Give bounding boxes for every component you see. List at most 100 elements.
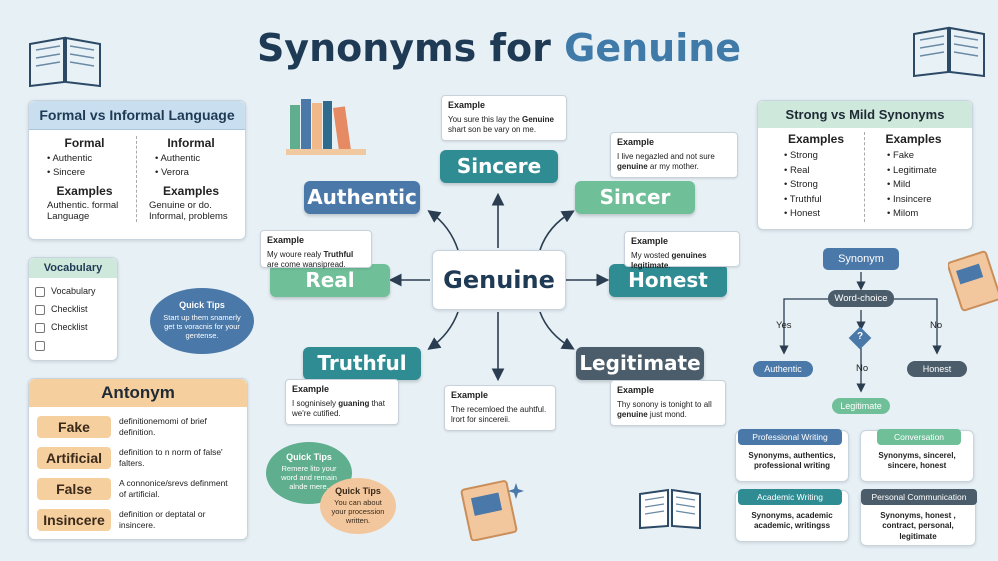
antonym-definition: A connonice/srevs definment of artificia… xyxy=(119,478,228,499)
flow-legitimate-node: Legitimate xyxy=(832,398,890,414)
example-text: The recemloed the auhtful. lrort for sin… xyxy=(451,404,547,425)
example-text: I sogninisely xyxy=(292,398,339,408)
example-text: just mond. xyxy=(647,410,687,420)
book-icon xyxy=(948,250,998,312)
example-title: Example xyxy=(631,236,669,246)
formal-list: Authentic Sincere xyxy=(37,152,132,180)
quick-tips-text: Remere lito your word and remain alnde m… xyxy=(281,464,337,491)
flow-no-label: No xyxy=(930,320,943,331)
antonym-row: Insincere definition or deptatal or insi… xyxy=(37,504,239,535)
checkbox[interactable] xyxy=(35,340,45,351)
list-item: Real xyxy=(784,164,864,179)
antonym-word: Insincere xyxy=(37,508,111,531)
example-text: that we're cutified. xyxy=(292,398,385,419)
quick-tips-text: Start up them snamerly get ts voracnis f… xyxy=(163,313,241,340)
informal-heading: Informal xyxy=(167,136,215,150)
informal-column: Informal Authentic Verora Examples Genui… xyxy=(137,136,237,222)
checkbox[interactable] xyxy=(35,322,45,333)
checkbox[interactable] xyxy=(35,304,45,315)
checklist-item[interactable]: Checklist xyxy=(35,300,111,318)
quick-tips-bubble: Quick Tips Start up them snamerly get ts… xyxy=(150,288,254,354)
checklist-label: Vocabulary xyxy=(51,286,96,296)
center-node-genuine: Genuine xyxy=(432,250,566,310)
example-box-left-bottom: Example I sogninisely guaning that we're… xyxy=(285,379,399,425)
examples-heading: Examples xyxy=(787,132,845,146)
list-item: Strong xyxy=(784,178,864,193)
checklist-item[interactable] xyxy=(35,336,111,354)
example-bold: Truthful xyxy=(323,249,354,259)
formal-heading: Formal xyxy=(64,136,105,150)
example-text: are come wansipread. xyxy=(267,260,346,270)
strong-column: Examples Strong Real Strong Truthful Hon… xyxy=(768,132,865,222)
context-title: Professional Writing xyxy=(738,429,842,445)
quick-tips-title: Quick Tips xyxy=(335,486,381,496)
list-item: Honest xyxy=(784,207,864,222)
list-item: Legitimate xyxy=(887,164,962,179)
context-text: Synonyms, honest , contract, personal, l… xyxy=(880,511,956,541)
quick-tips-bubble: Quick Tips You can about your procession… xyxy=(320,478,396,534)
example-text: I live negazled and not sure xyxy=(617,151,715,161)
antonym-row: Artificial definition to n norm of false… xyxy=(37,442,239,473)
open-book-icon xyxy=(29,36,101,88)
example-text: shart son be vary on me. xyxy=(448,125,537,135)
example-box-right-top: Example I live negazled and not sure gen… xyxy=(610,132,738,178)
list-item: Sincere xyxy=(47,166,132,180)
example-text: ar my mother. xyxy=(647,162,699,172)
list-item: Verora xyxy=(155,166,237,180)
list-item: Authentic xyxy=(155,152,237,166)
antonym-definition: definition to n norm of false' falters. xyxy=(119,447,223,468)
antonym-word: False xyxy=(37,477,111,500)
synonym-sincer: Sincer xyxy=(575,181,695,214)
example-bold: Genuine xyxy=(521,114,554,124)
formal-column: Formal Authentic Sincere Examples Authen… xyxy=(37,136,137,223)
arrow-to-legitimate xyxy=(539,311,575,350)
synonym-sincere: Sincere xyxy=(440,150,558,183)
mild-column: Examples Fake Legitimate Mild Insincere … xyxy=(865,132,962,222)
checklist-item[interactable]: Checklist xyxy=(35,318,111,336)
books-stack-icon xyxy=(286,99,366,155)
synonym-real: Real xyxy=(270,264,390,297)
mild-list: Fake Legitimate Mild Insincere Milom xyxy=(865,149,962,222)
context-title: Conversation xyxy=(877,429,961,445)
list-item: Strong xyxy=(784,149,864,164)
list-item: Fake xyxy=(887,149,962,164)
checkbox[interactable] xyxy=(35,286,45,297)
example-title: Example xyxy=(448,100,486,110)
example-text: My wosted xyxy=(631,250,672,260)
example-box-top: Example You sure this lay the Genuine sh… xyxy=(441,95,567,141)
quick-tips-text: You can about your procession written. xyxy=(331,498,385,525)
context-card-academic: Academic Writing Synonyms, academic acad… xyxy=(735,489,849,542)
context-card-professional: Professional Writing Synonyms, authentic… xyxy=(735,429,849,482)
synonym-honest: Honest xyxy=(609,264,727,297)
antonym-definition: definition or deptatal or insincere. xyxy=(119,509,206,530)
example-box-left-mid: Example My woure realy Truthful are come… xyxy=(260,230,372,270)
context-text: Synonyms, sincerel, sincere, honest xyxy=(878,451,956,471)
context-card-conversation: Conversation Synonyms, sincerel, sincere… xyxy=(860,429,974,482)
list-item: Insincere xyxy=(887,193,962,208)
list-item: Milom xyxy=(887,207,962,222)
informal-example: Genuine or do. Informal, problems xyxy=(149,199,228,222)
context-text: Synonyms, academic academic, writingss xyxy=(751,511,833,531)
flow-decision-label: ? xyxy=(856,331,864,342)
example-bold: genuines legitimate xyxy=(631,250,707,271)
example-text: Thy sonony is tonight to all xyxy=(617,399,712,409)
antonym-title: Antonym xyxy=(29,379,247,407)
antonym-definition: definitionemomi of brief definition. xyxy=(119,416,207,437)
formal-informal-card: Formal vs Informal Language Formal Authe… xyxy=(28,100,246,240)
checklist-label: Checklist xyxy=(51,304,88,314)
strong-mild-card: Strong vs Mild Synonyms Examples Strong … xyxy=(757,100,973,230)
title-accent: Genuine xyxy=(564,26,742,70)
context-card-personal: Personal Communication Synonyms, honest … xyxy=(860,489,977,546)
examples-heading: Examples xyxy=(56,183,113,198)
flow-synonym-node: Synonym xyxy=(823,248,899,270)
quick-tips-title: Quick Tips xyxy=(286,452,332,462)
checklist-item[interactable]: Vocabulary xyxy=(35,282,111,300)
antonym-row: False A connonice/srevs definment of art… xyxy=(37,473,239,504)
book-icon xyxy=(460,480,524,541)
vocabulary-card: Vocabulary Vocabulary Checklist Checklis… xyxy=(28,257,118,361)
antonym-row: Fake definitionemomi of brief definition… xyxy=(37,411,239,442)
synonym-authentic: Authentic xyxy=(304,181,420,214)
strong-mild-title: Strong vs Mild Synonyms xyxy=(758,101,972,128)
example-bold: genuine xyxy=(617,162,648,172)
example-box-right-bottom: Example Thy sonony is tonight to all gen… xyxy=(610,380,726,426)
